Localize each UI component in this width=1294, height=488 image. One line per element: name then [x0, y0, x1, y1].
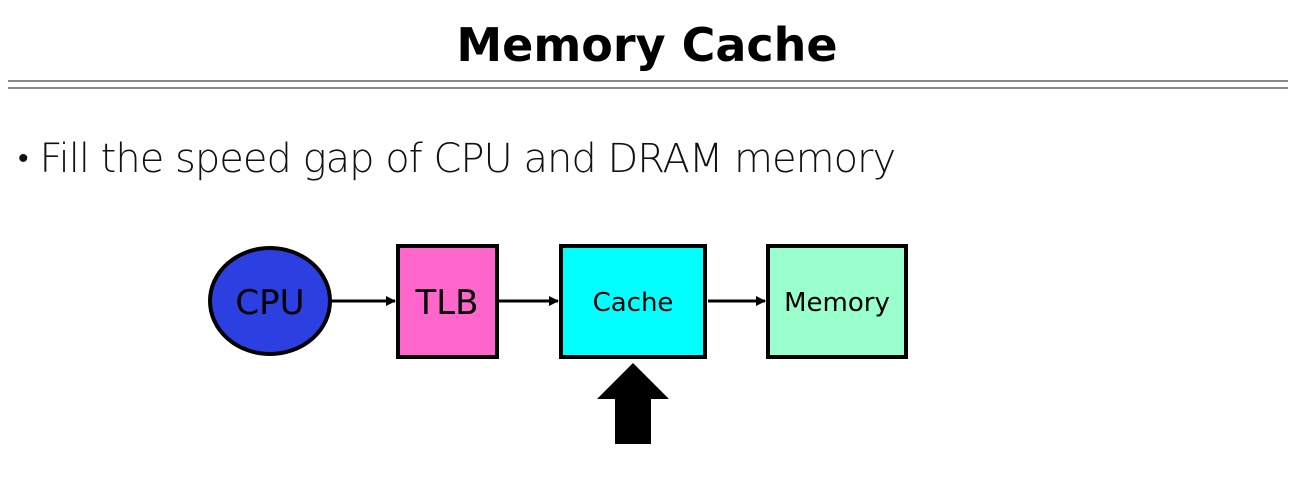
- node-tlb-label: TLB: [414, 283, 478, 323]
- bullet-text: Fill the speed gap of CPU and DRAM memor…: [39, 136, 897, 182]
- node-cpu: CPU: [208, 246, 332, 356]
- node-cache: Cache: [559, 244, 707, 359]
- slide-title: Memory Cache: [456, 18, 838, 72]
- up-arrow-icon: [597, 363, 669, 444]
- node-tlb: TLB: [396, 244, 499, 359]
- bullet-item: • Fill the speed gap of CPU and DRAM memo…: [18, 136, 897, 182]
- node-memory: Memory: [766, 244, 908, 359]
- title-rule-top: [8, 80, 1288, 82]
- node-cache-label: Cache: [593, 288, 674, 318]
- node-memory-label: Memory: [784, 288, 890, 318]
- bullet-dot-icon: •: [18, 141, 28, 176]
- node-cpu-label: CPU: [235, 283, 304, 323]
- title-rule-bottom: [8, 87, 1288, 89]
